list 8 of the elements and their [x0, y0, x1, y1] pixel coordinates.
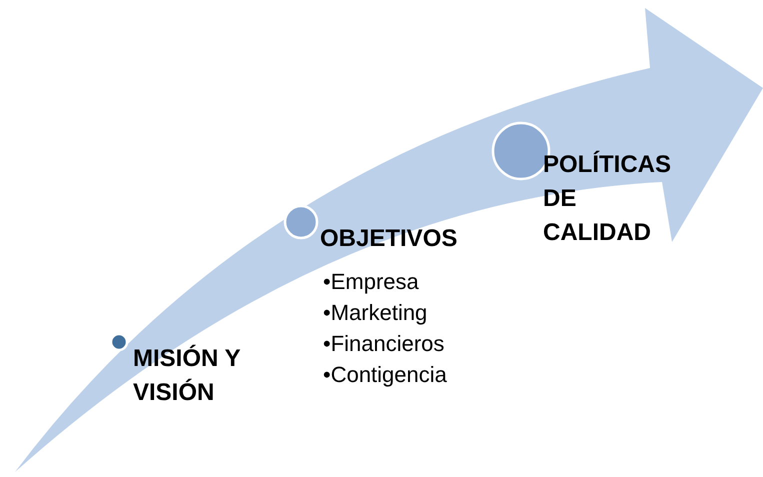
- stage-heading: POLÍTICAS DE CALIDAD: [543, 150, 672, 248]
- curved-arrow: [15, 8, 763, 472]
- bullet-item: •Empresa: [323, 268, 420, 296]
- bullet-item: •Marketing: [323, 299, 428, 327]
- bullet-item: •Financieros: [323, 330, 446, 358]
- stage-heading: MISIÓN Y VISIÓN: [133, 344, 242, 408]
- bullet-item: •Contigencia: [323, 361, 448, 389]
- stage-heading: OBJETIVOS: [320, 224, 458, 254]
